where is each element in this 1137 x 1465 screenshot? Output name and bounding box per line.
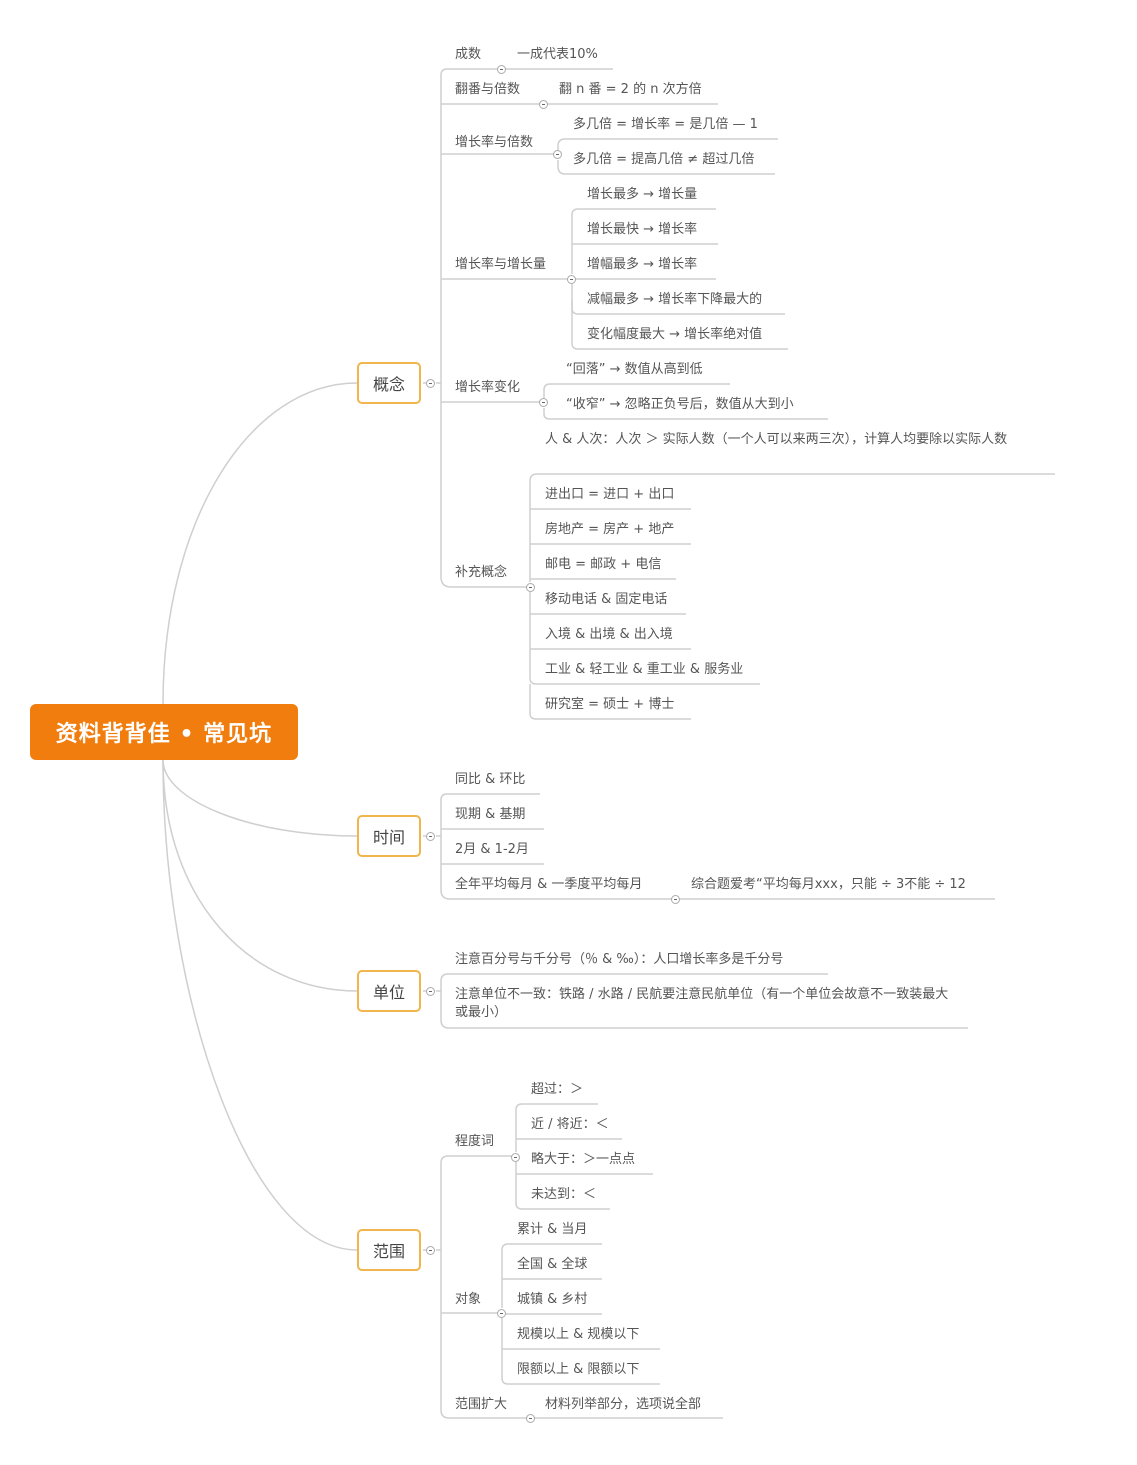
topic-zengzhang-liang-child[interactable]: 增长最多 → 增长量 <box>587 187 698 202</box>
collapse-toggle-concept[interactable] <box>426 379 435 388</box>
collapse-toggle-chengdu[interactable] <box>511 1153 520 1162</box>
topic-buchong-child[interactable]: 移动电话 & 固定电话 <box>545 592 668 607</box>
topic-buchong-child[interactable]: 人 & 人次：人次 ＞ 实际人数（一个人可以来两三次），计算人均要除以实际人数 <box>545 432 1008 447</box>
topic-fanfan[interactable]: 翻番与倍数 <box>455 82 521 97</box>
topic-zengzhang-liang[interactable]: 增长率与增长量 <box>455 257 547 272</box>
topic-duixiang-child[interactable]: 累计 & 当月 <box>517 1222 588 1237</box>
topic-chengshu-child[interactable]: 一成代表10% <box>517 47 598 62</box>
topic-zengzhang-liang-child[interactable]: 减幅最多 → 增长率下降最大的 <box>587 292 763 307</box>
collapse-toggle-chengshu[interactable] <box>497 65 506 74</box>
root-topic[interactable]: 资料背背佳 • 常见坑 <box>30 704 298 760</box>
collapse-toggle-zengzhang-beishu[interactable] <box>553 150 562 159</box>
category-unit[interactable]: 单位 <box>357 970 421 1012</box>
category-time[interactable]: 时间 <box>357 815 421 857</box>
topic-unit-item[interactable]: 注意百分号与千分号（％ & ‰）：人口增长率多是千分号 <box>455 952 784 967</box>
topic-time-item[interactable]: 2月 & 1-2月 <box>455 842 529 857</box>
topic-chengdu-child[interactable]: 未达到：＜ <box>531 1187 597 1202</box>
topic-duixiang-child[interactable]: 限额以上 & 限额以下 <box>517 1362 640 1377</box>
topic-bianhua-child[interactable]: “收窄” → 忽略正负号后，数值从大到小 <box>566 397 794 412</box>
topic-time-item[interactable]: 现期 & 基期 <box>455 807 526 822</box>
topic-buchong-child[interactable]: 进出口 = 进口 + 出口 <box>545 487 675 502</box>
collapse-toggle-range[interactable] <box>426 1246 435 1255</box>
category-concept[interactable]: 概念 <box>357 362 421 404</box>
topic-chengshu[interactable]: 成数 <box>455 47 482 62</box>
topic-quannian-child[interactable]: 综合题爱考“平均每月xxx，只能 ÷ 3不能 ÷ 12 <box>691 877 966 892</box>
topic-zengzhang-liang-child[interactable]: 增幅最多 → 增长率 <box>587 257 698 272</box>
topic-chengdu[interactable]: 程度词 <box>455 1134 495 1149</box>
collapse-toggle-bianhua[interactable] <box>539 398 548 407</box>
topic-duixiang-child[interactable]: 规模以上 & 规模以下 <box>517 1327 640 1342</box>
topic-kuoda-child[interactable]: 材料列举部分，选项说全部 <box>545 1397 702 1412</box>
collapse-toggle-quannian[interactable] <box>671 895 680 904</box>
topic-duixiang-child[interactable]: 城镇 & 乡村 <box>517 1292 588 1307</box>
topic-time-item[interactable]: 同比 & 环比 <box>455 772 526 787</box>
topic-duixiang-child[interactable]: 全国 & 全球 <box>517 1257 588 1272</box>
topic-buchong-child[interactable]: 入境 & 出境 & 出入境 <box>545 627 673 642</box>
topic-unit-item[interactable]: 注意单位不一致：铁路 / 水路 / 民航要注意民航单位（有一个单位会故意不一致装… <box>455 987 949 1020</box>
topic-zengzhang-beishu-child[interactable]: 多几倍 = 增长率 = 是几倍 — 1 <box>573 117 758 132</box>
collapse-toggle-fanfan[interactable] <box>539 100 548 109</box>
collapse-toggle-buchong[interactable] <box>526 583 535 592</box>
topic-buchong-child[interactable]: 房地产 = 房产 + 地产 <box>545 522 675 537</box>
topic-bianhua[interactable]: 增长率变化 <box>455 380 521 395</box>
collapse-toggle-time[interactable] <box>426 832 435 841</box>
topic-quannian[interactable]: 全年平均每月 & 一季度平均每月 <box>455 877 643 892</box>
topic-chengdu-child[interactable]: 超过：＞ <box>531 1082 584 1097</box>
topic-duixiang[interactable]: 对象 <box>455 1292 482 1307</box>
collapse-toggle-duixiang[interactable] <box>497 1309 506 1318</box>
topic-zengzhang-beishu[interactable]: 增长率与倍数 <box>455 135 534 150</box>
topic-buchong-child[interactable]: 工业 & 轻工业 & 重工业 & 服务业 <box>545 662 744 677</box>
collapse-toggle-kuoda[interactable] <box>526 1414 535 1423</box>
topic-buchong[interactable]: 补充概念 <box>455 565 508 580</box>
topic-chengdu-child[interactable]: 略大于：＞一点点 <box>531 1152 636 1167</box>
collapse-toggle-unit[interactable] <box>426 987 435 996</box>
topic-chengdu-child[interactable]: 近 / 将近：＜ <box>531 1117 609 1132</box>
topic-zengzhang-beishu-child[interactable]: 多几倍 = 提高几倍 ≠ 超过几倍 <box>573 152 755 167</box>
category-range[interactable]: 范围 <box>357 1229 421 1271</box>
topic-bianhua-child[interactable]: “回落” → 数值从高到低 <box>566 362 703 377</box>
topic-fanfan-child[interactable]: 翻 n 番 = 2 的 n 次方倍 <box>559 82 702 97</box>
collapse-toggle-zengzhang-liang[interactable] <box>567 275 576 284</box>
topic-kuoda[interactable]: 范围扩大 <box>455 1397 508 1412</box>
topic-buchong-child[interactable]: 邮电 = 邮政 + 电信 <box>545 557 662 572</box>
topic-zengzhang-liang-child[interactable]: 变化幅度最大 → 增长率绝对值 <box>587 327 763 342</box>
topic-buchong-child[interactable]: 研究室 = 硕士 + 博士 <box>545 697 675 712</box>
topic-zengzhang-liang-child[interactable]: 增长最快 → 增长率 <box>587 222 698 237</box>
